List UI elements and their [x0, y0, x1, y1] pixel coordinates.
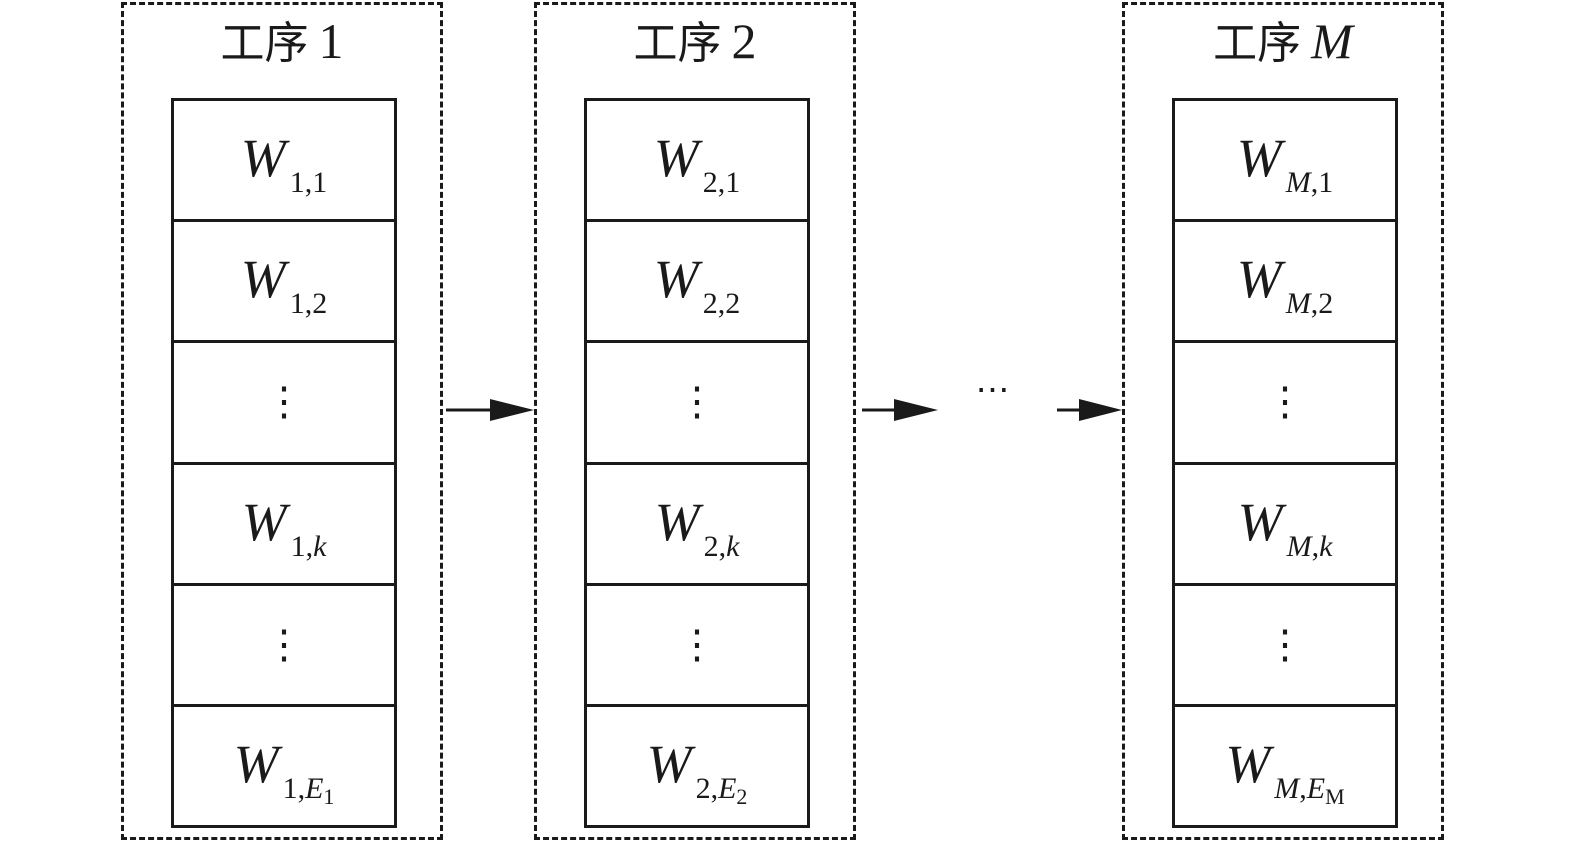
process-title-label: 工序 — [220, 18, 309, 69]
arrow-2-to-ellipsis — [862, 399, 938, 421]
process-title-label: 工序 — [1213, 18, 1302, 69]
process-title-number: 1 — [318, 13, 344, 69]
ellipsis-cell: ⋮ — [174, 586, 394, 707]
vertical-ellipsis: ⋮ — [264, 379, 304, 425]
vertical-ellipsis: ⋮ — [677, 621, 717, 667]
ellipsis-cell: ⋮ — [587, 343, 807, 465]
ellipsis-cell: ⋮ — [1175, 343, 1395, 465]
process-title-number: 2 — [731, 13, 757, 69]
vertical-ellipsis: ⋮ — [264, 621, 304, 667]
horizontal-ellipsis: ⋯ — [975, 372, 1013, 409]
arrow-ellipsis-to-m — [1057, 399, 1122, 421]
vertical-ellipsis: ⋮ — [1265, 621, 1305, 667]
process-title-label: 工序 — [633, 18, 722, 69]
ellipsis-cell: ⋮ — [1175, 586, 1395, 707]
vertical-ellipsis: ⋮ — [677, 379, 717, 425]
ellipsis-cell: ⋮ — [174, 343, 394, 465]
vertical-ellipsis: ⋮ — [1265, 379, 1305, 425]
arrow-1-to-2 — [446, 399, 534, 421]
process-title-number: M — [1311, 13, 1353, 69]
ellipsis-cell: ⋮ — [587, 586, 807, 707]
